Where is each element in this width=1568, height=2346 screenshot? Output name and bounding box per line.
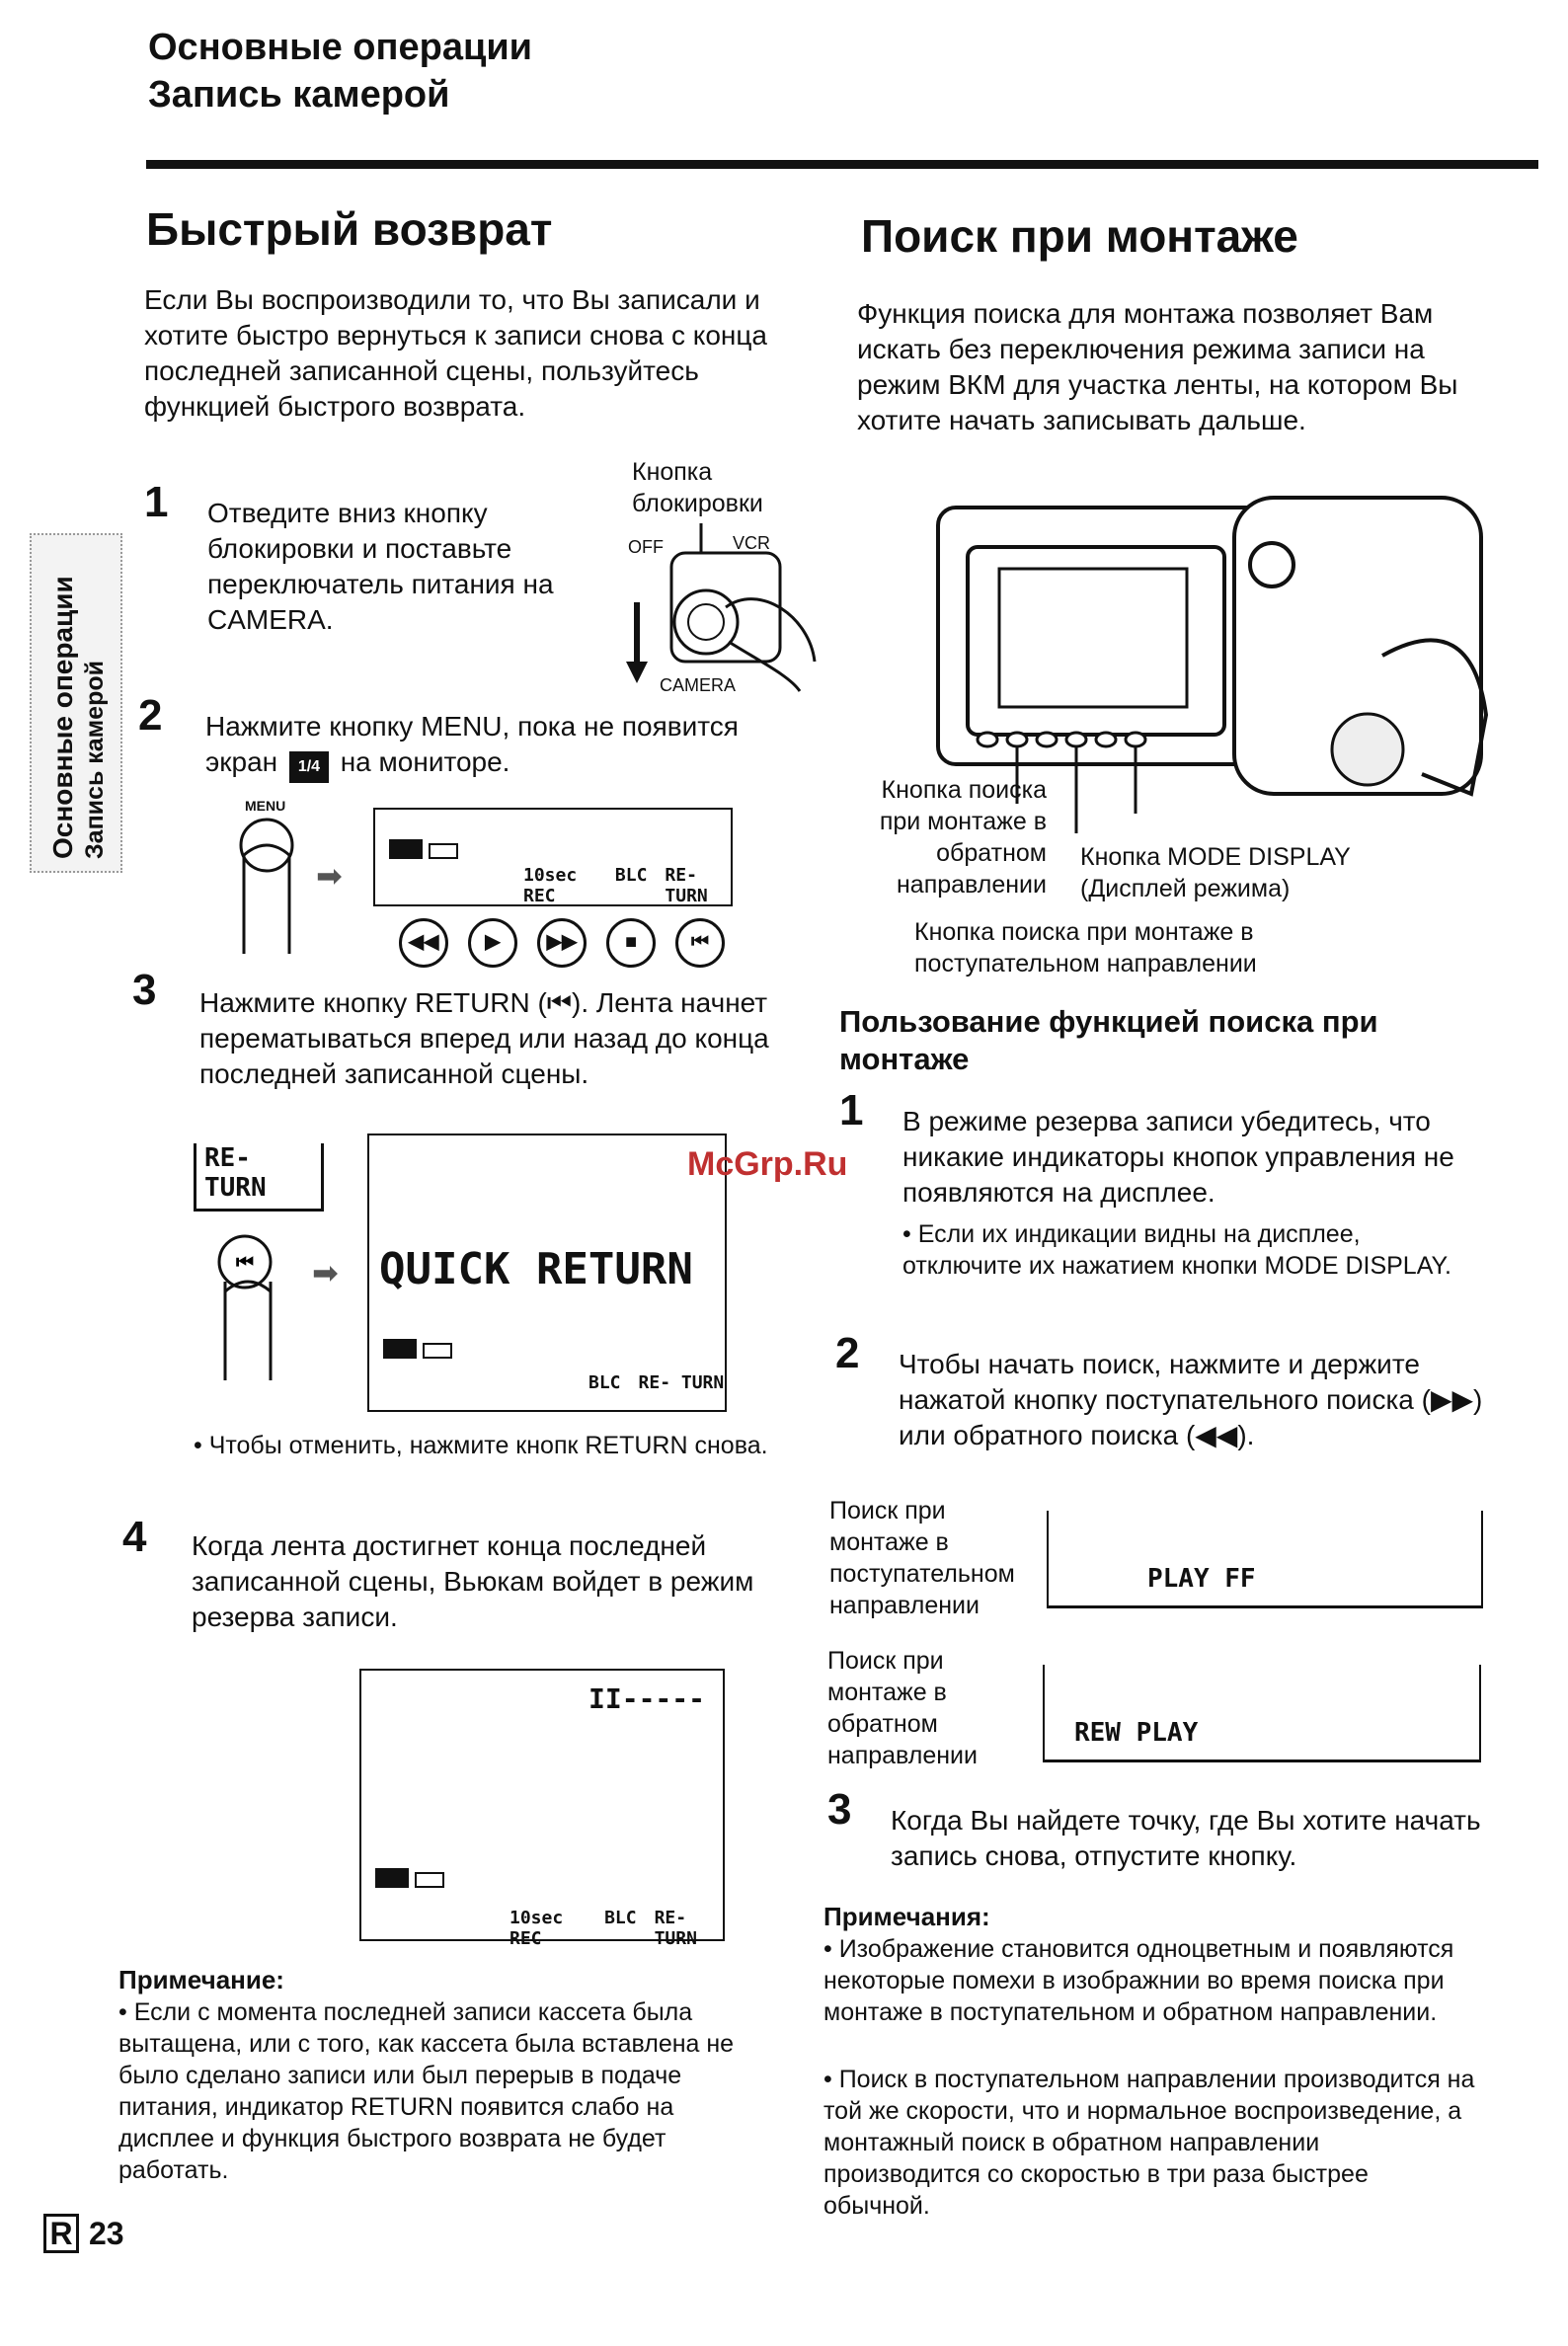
reverse-search-label: Поиск при монтаже в обратном направлении: [827, 1647, 978, 1769]
note-1: • Изображение становится одноцветным и п…: [823, 1935, 1454, 2026]
lock-label-line-2: блокировки: [632, 490, 763, 517]
return-icon: ⏮: [675, 918, 725, 968]
r-step-1-number: 1: [839, 1086, 864, 1134]
step-3-text: Нажмите кнопку RETURN (⏮). Лента начнет …: [199, 987, 769, 1089]
rew-play-indicator: REW PLAY: [1074, 1718, 1199, 1748]
lock-button-label: Кнопка блокировки: [632, 456, 829, 519]
quarter-screen-icon: [389, 839, 423, 859]
lcd-quick-return-screen: QUICK RETURN BLC RE- TURN: [367, 1134, 727, 1412]
header-line-1: Основные операции: [148, 27, 533, 68]
page-footer: R 23: [43, 2214, 124, 2253]
lcd-item-10sec-rec: 10sec REC: [510, 1908, 564, 1949]
rewind-icon: ◀◀: [399, 918, 448, 968]
lock-label-line-1: Кнопка: [632, 458, 713, 486]
svg-text:⏮: ⏮: [236, 1250, 254, 1274]
page-number: 23: [89, 2216, 124, 2251]
side-tab-line-1: Основные операции: [47, 576, 78, 859]
usage-subtitle: Пользование функцией поиска при монтаже: [839, 1004, 1378, 1076]
battery-icon: [423, 1343, 452, 1359]
quarter-screen-icon: [375, 1868, 409, 1888]
r-step-2-text: Чтобы начать поиск, нажмите и держите на…: [899, 1349, 1483, 1450]
control-buttons-row: ◀◀▶▶▶■⏮: [399, 918, 745, 968]
off-label: OFF: [628, 537, 664, 557]
finger-press-menu-illustration: [239, 818, 294, 954]
step-3-number: 3: [132, 966, 157, 1014]
step-2-text-b: на мониторе.: [340, 746, 510, 777]
watermark: McGrp.Ru: [687, 1145, 848, 1183]
r-step-1-bullet: • Если их индикации видны на дисплее, от…: [902, 1220, 1451, 1280]
note-title: Примечание:: [118, 1965, 284, 1994]
step-1-number: 1: [144, 478, 169, 526]
header-line-2: Запись камерой: [148, 74, 450, 116]
arrow-right-icon: ➡: [316, 858, 343, 894]
lcd-item-blc: BLC: [588, 1372, 621, 1393]
lcd-item-blc: BLC: [604, 1908, 637, 1928]
quarter-screen-icon: [383, 1339, 417, 1359]
note-text: • Если с момента последней записи кассет…: [118, 1998, 735, 2184]
fast-forward-icon: ▶▶: [537, 918, 587, 968]
note-2: • Поиск в поступательном направлении про…: [823, 2066, 1475, 2220]
header-rule: [146, 160, 1538, 169]
camera-label: CAMERA: [660, 675, 737, 695]
forward-search-label: Поиск при монтаже в поступательном напра…: [829, 1497, 1015, 1619]
r-step-3-number: 3: [827, 1785, 852, 1834]
lcd-item-10sec-rec: 10sec REC: [523, 865, 578, 906]
play-icon: ▶: [468, 918, 517, 968]
notes-title: Примечания:: [823, 1902, 990, 1931]
lcd-record-pause-screen: II----- 10sec REC BLC RE- TURN: [359, 1669, 725, 1949]
lcd-record-pause-items: 10sec REC BLC RE- TURN: [510, 1908, 723, 1949]
step-4-text: Когда лента достигнет конца последней за…: [192, 1530, 754, 1632]
return-button-label: RE- TURN: [194, 1143, 324, 1212]
lcd-quick-return-items: BLC RE- TURN: [588, 1372, 724, 1393]
step-1-text: Отведите вниз кнопку блокировки и постав…: [207, 498, 554, 635]
finger-press-return-illustration: ⏮: [217, 1234, 273, 1380]
r-step-2-number: 2: [835, 1329, 860, 1377]
edit-search-title: Поиск при монтаже: [861, 210, 1298, 262]
quarter-screen-icon: 1/4: [288, 751, 329, 783]
reverse-search-display: REW PLAY: [1043, 1665, 1481, 1762]
callout-reverse-button: Кнопка поиска при монтаже в обратном нап…: [879, 776, 1047, 899]
battery-icon: [415, 1872, 444, 1888]
callout-forward-button: Кнопка поиска при монтаже в поступательн…: [914, 918, 1257, 978]
step-2-number: 2: [138, 691, 163, 740]
return-box-line-1: RE-: [204, 1143, 251, 1173]
r-step-3-text: Когда Вы найдете точку, где Вы хотите на…: [891, 1805, 1481, 1871]
forward-search-display: PLAY FF: [1047, 1511, 1483, 1608]
camcorder-illustration: [936, 496, 1489, 833]
r-step-1-text: В режиме резерва записи убедитесь, что н…: [902, 1106, 1454, 1208]
quick-return-title: Быстрый возврат: [146, 203, 553, 255]
quick-return-display: QUICK RETURN: [379, 1244, 693, 1294]
step-2-text-a: Нажмите кнопку MENU, пока не появится эк…: [205, 711, 739, 777]
arrow-right-icon: ➡: [312, 1255, 339, 1290]
play-ff-indicator: PLAY FF: [1147, 1564, 1256, 1594]
step-2-text: Нажмите кнопку MENU, пока не появится эк…: [205, 709, 778, 783]
callout-mode-display: Кнопка MODE DISPLAY (Дисплей режима): [1080, 843, 1351, 902]
lcd-item-return: RE- TURN: [654, 1908, 697, 1949]
edit-search-intro: Функция поиска для монтажа позволяет Вам…: [857, 298, 1458, 435]
record-pause-indicator: II-----: [588, 1682, 706, 1715]
stop-icon: ■: [606, 918, 656, 968]
cancel-note: • Чтобы отменить, нажмите кнопк RETURN с…: [194, 1432, 768, 1459]
quick-return-intro: Если Вы воспроизводили то, что Вы записа…: [144, 284, 767, 422]
lcd-item-return: RE- TURN: [665, 865, 708, 906]
battery-icon: [429, 843, 458, 859]
side-tab: [30, 533, 122, 873]
lcd-menu-screen: 10sec REC BLC RE- TURN: [373, 808, 733, 906]
page-header: Основные операции Запись камерой: [148, 24, 532, 118]
power-switch-illustration: [626, 523, 817, 692]
side-tab-text: Основные операции Запись камерой: [47, 576, 111, 859]
lcd-item-blc: BLC: [614, 865, 648, 886]
step-4-number: 4: [122, 1513, 147, 1561]
return-box-line-2: TURN: [204, 1173, 267, 1203]
vcr-label: VCR: [733, 533, 771, 553]
region-badge: R: [43, 2214, 79, 2253]
side-tab-line-2: Запись камерой: [81, 661, 109, 859]
menu-label: MENU: [245, 798, 286, 814]
lcd-menu-items: 10sec REC BLC RE- TURN: [523, 865, 731, 906]
lcd-item-return: RE- TURN: [638, 1372, 725, 1393]
